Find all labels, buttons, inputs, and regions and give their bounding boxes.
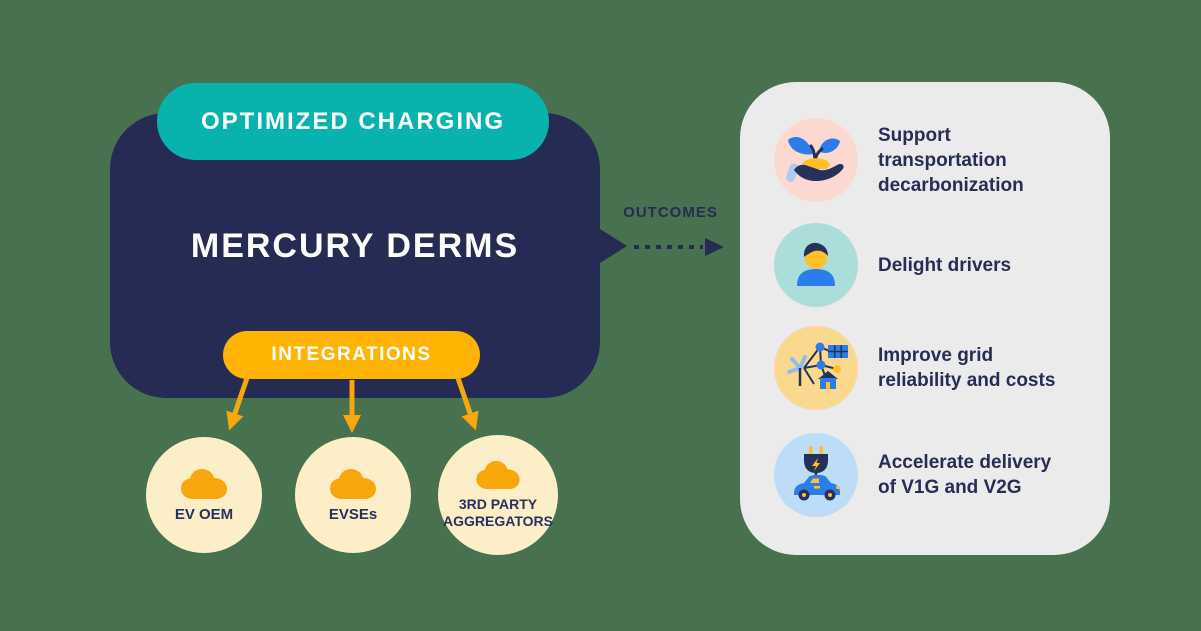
outcomes-label: OUTCOMES bbox=[623, 204, 718, 221]
arrowhead-icon bbox=[705, 238, 724, 256]
outcomes-arrow bbox=[600, 229, 724, 263]
outcome-item-grid-reliability: Improve grid reliability and costs bbox=[774, 326, 1106, 410]
outcome-text: Support transportation decarbonization bbox=[878, 124, 1024, 196]
outcome-text: Improve grid reliability and costs bbox=[878, 345, 1056, 391]
integrations-pill: INTEGRATIONS bbox=[223, 331, 480, 379]
cloud-icon bbox=[476, 460, 520, 490]
cloud-icon bbox=[181, 468, 227, 499]
arrow-to-aggregators bbox=[455, 377, 479, 431]
outcome-text: Delight drivers bbox=[878, 254, 1012, 276]
driver-person-icon bbox=[774, 223, 858, 307]
box-pointer-icon bbox=[600, 229, 627, 263]
outcome-item-delight-drivers: Delight drivers bbox=[774, 223, 1106, 307]
node-evses: EVSEs bbox=[295, 437, 411, 553]
integration-arrows bbox=[226, 377, 479, 433]
energy-grid-icon bbox=[774, 326, 858, 410]
integrations-label: INTEGRATIONS bbox=[271, 344, 432, 365]
node-label: EVSEs bbox=[328, 505, 378, 523]
cloud-icon bbox=[330, 468, 376, 499]
outcome-item-v1g-v2g: Accelerate delivery of V1G and V2G bbox=[774, 433, 1106, 517]
outcome-item-decarbonization: Support transportation decarbonization bbox=[774, 118, 1106, 202]
plant-in-hand-icon bbox=[774, 118, 858, 202]
optimized-charging-pill: OPTIMIZED CHARGING bbox=[157, 83, 549, 160]
ev-charging-car-icon bbox=[774, 433, 858, 517]
node-3rd-party-aggregators: 3RD PARTY AGGREGATORS bbox=[438, 435, 558, 555]
arrow-to-ev-oem bbox=[226, 377, 250, 431]
outcome-text: Accelerate delivery of V1G and V2G bbox=[878, 452, 1052, 498]
page-title: MERCURY DERMS bbox=[190, 227, 520, 265]
node-ev-oem: EV OEM bbox=[146, 437, 262, 553]
optimized-charging-label: OPTIMIZED CHARGING bbox=[201, 107, 505, 135]
node-label: EV OEM bbox=[174, 505, 234, 523]
node-label: 3RD PARTY AGGREGATORS bbox=[443, 496, 553, 529]
